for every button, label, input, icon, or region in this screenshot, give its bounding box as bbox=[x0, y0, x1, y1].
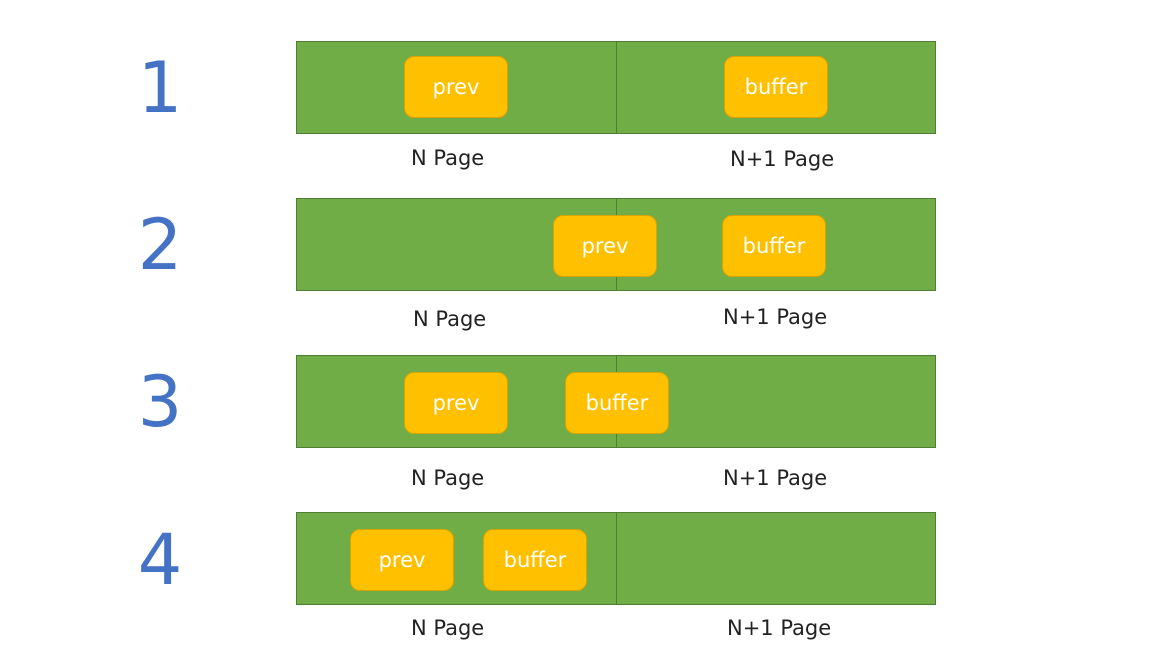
step-row-2: 2 prev buffer N Page N+1 Page bbox=[0, 0, 1176, 331]
prev-block: prev bbox=[404, 56, 508, 118]
buffer-block: buffer bbox=[724, 56, 828, 118]
page-bar: prev buffer bbox=[296, 41, 936, 134]
n-plus-1-page-label: N+1 Page bbox=[727, 616, 832, 640]
buffer-block: buffer bbox=[722, 215, 826, 277]
step-row-4: 4 prev buffer N Page N+1 Page bbox=[0, 0, 1176, 640]
n-page-label: N Page bbox=[411, 146, 485, 170]
step-number: 2 bbox=[137, 204, 183, 286]
buffer-block: buffer bbox=[483, 529, 587, 591]
page-bar: prev buffer bbox=[296, 512, 936, 605]
n-plus-1-page-label: N+1 Page bbox=[723, 305, 828, 329]
prev-block: prev bbox=[350, 529, 454, 591]
prev-block: prev bbox=[553, 215, 657, 277]
step-number: 3 bbox=[137, 361, 183, 443]
n-plus-1-page-label: N+1 Page bbox=[730, 147, 835, 171]
step-number: 1 bbox=[137, 47, 183, 129]
n-page-label: N Page bbox=[411, 616, 485, 640]
n-page-label: N Page bbox=[413, 307, 487, 331]
step-row-3: 3 prev buffer N Page N+1 Page bbox=[0, 0, 1176, 490]
buffer-block: buffer bbox=[565, 372, 669, 434]
page-bar: prev buffer bbox=[296, 355, 936, 448]
page-bar: prev buffer bbox=[296, 198, 936, 291]
page-boundary bbox=[616, 42, 617, 133]
step-row-1: 1 prev buffer N Page N+1 Page bbox=[0, 0, 1176, 171]
prev-block: prev bbox=[404, 372, 508, 434]
page-boundary bbox=[616, 513, 617, 604]
n-plus-1-page-label: N+1 Page bbox=[723, 466, 828, 490]
n-page-label: N Page bbox=[411, 466, 485, 490]
step-number: 4 bbox=[137, 519, 183, 601]
